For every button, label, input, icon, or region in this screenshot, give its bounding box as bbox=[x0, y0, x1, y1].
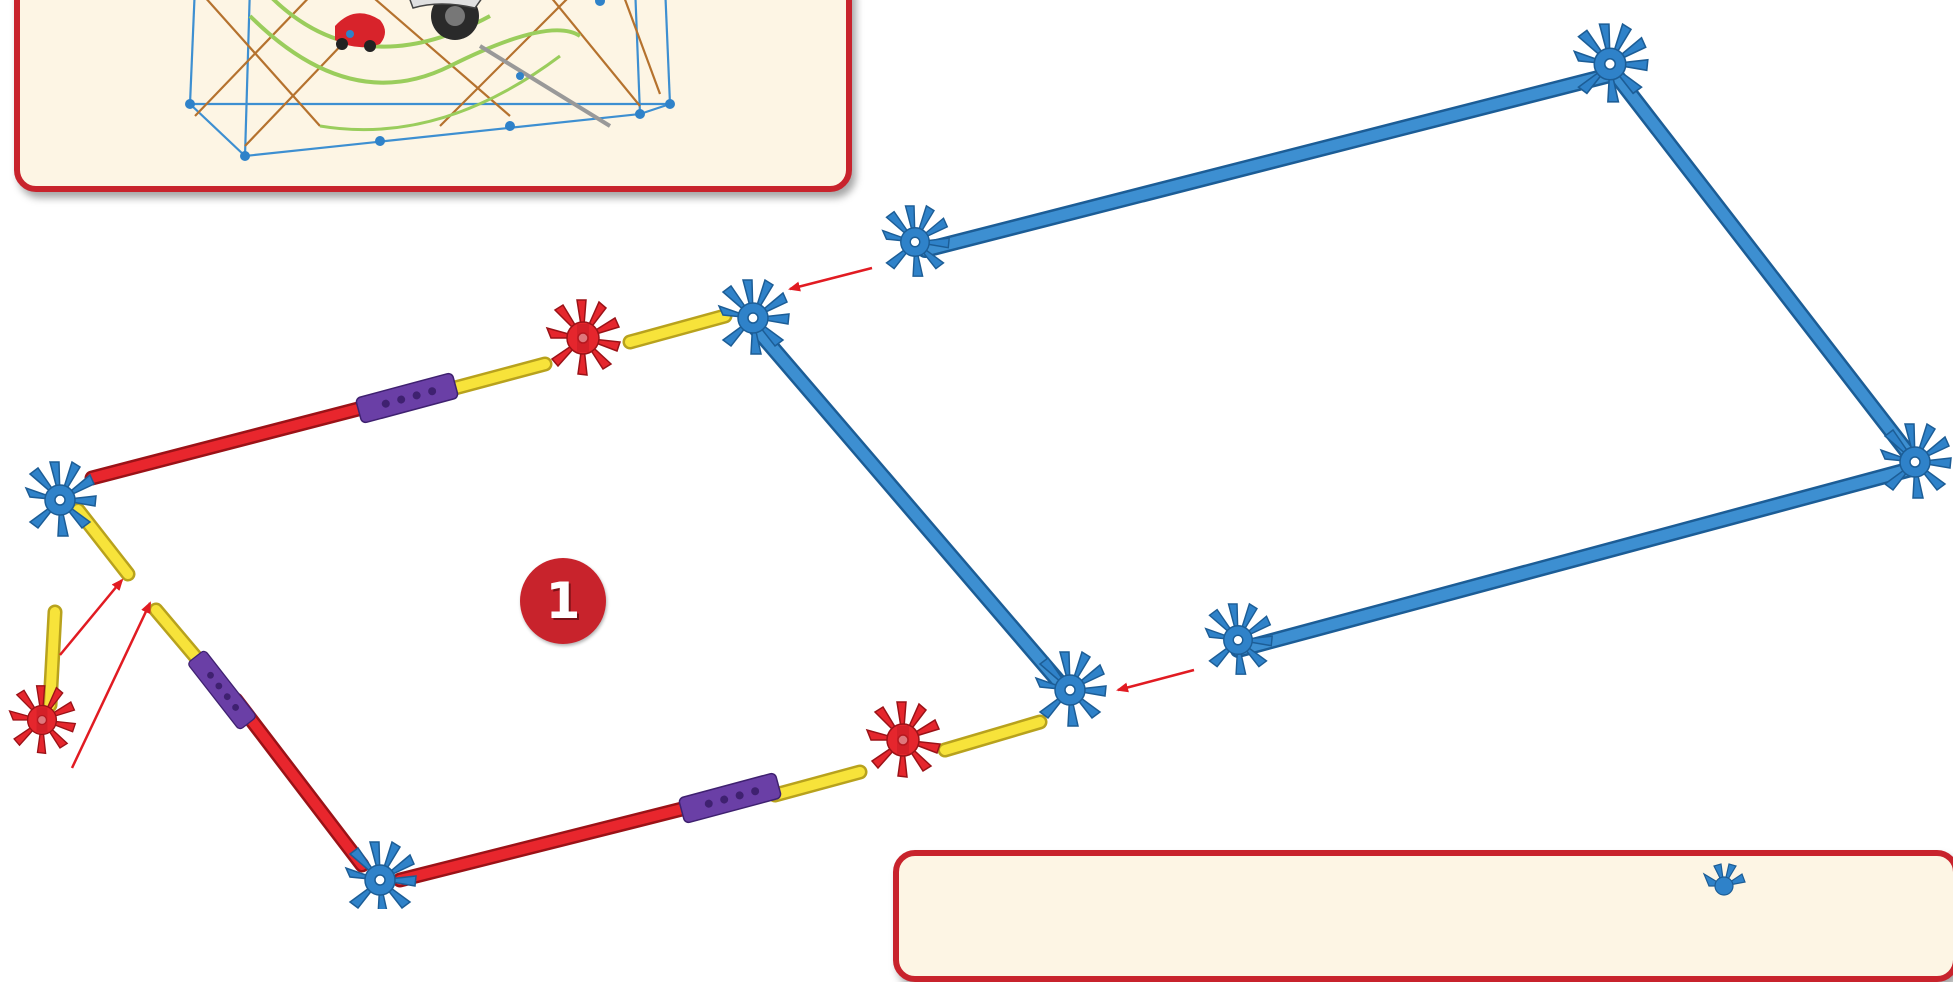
assembly-arrows bbox=[59, 266, 1195, 769]
finished-model-thumbnail bbox=[185, 0, 675, 161]
yellow-rods bbox=[42, 308, 1048, 803]
overview-panel bbox=[14, 0, 852, 192]
next-step-preview bbox=[1702, 863, 1746, 896]
step-number-badge: 1 bbox=[520, 558, 606, 644]
red-rods bbox=[84, 400, 694, 888]
assembly-diagram bbox=[8, 23, 1952, 909]
blue-connectors bbox=[25, 23, 1952, 909]
next-step-panel bbox=[893, 850, 1953, 982]
blue-rods bbox=[745, 62, 1923, 698]
